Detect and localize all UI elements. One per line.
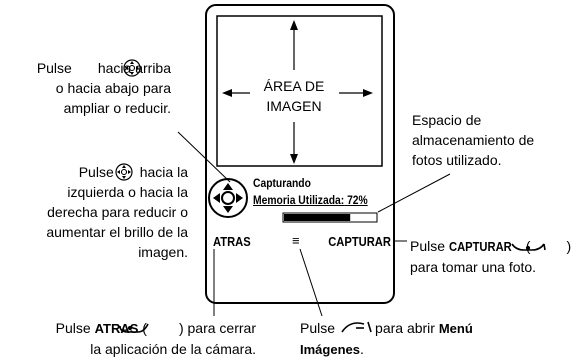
nav-key-glyph-zoom: [123, 59, 141, 77]
callout-capture: Pulse CAPTURAR () para tomar una foto.: [410, 236, 576, 277]
callout-menu-pre: Pulse: [300, 320, 336, 336]
callout-capture-open: (: [525, 238, 531, 254]
callout-back-open: (: [142, 320, 147, 336]
callout-back-pre: Pulse: [55, 320, 91, 336]
nav-key-glyph-brightness: [115, 163, 133, 181]
softkey-atras[interactable]: ATRAS: [213, 234, 251, 249]
image-area-line2: IMAGEN: [266, 98, 322, 114]
callout-brightness-text-1: hacia la: [139, 164, 188, 180]
memory-bar-fill: [284, 214, 351, 221]
image-area-label: ÁREA DE IMAGEN: [248, 76, 340, 116]
callout-zoom-text-3: ampliar o reducir.: [63, 100, 171, 116]
callout-storage-text-2: fotos utilizado.: [412, 152, 502, 168]
callout-zoom-text-1: hacia arriba: [97, 60, 171, 76]
memory-used-label: Memoria Utilizada:: [253, 193, 345, 207]
callout-storage-text-0: Espacio de: [412, 112, 482, 128]
callout-brightness-text-3: derecha para reducir o: [47, 204, 188, 220]
memory-used-value: 72%: [347, 193, 368, 207]
nav-key-icon: [208, 178, 248, 218]
callout-brightness-text-4: aumentar el brillo de la: [46, 224, 188, 240]
callout-capture-close: ): [566, 238, 572, 254]
callout-menu: Pulse para abrir Menú Imágenes.: [300, 318, 570, 360]
back-key-glyph: [119, 323, 149, 333]
callout-capture-pre: Pulse: [410, 238, 446, 254]
callout-back-line2: la aplicación de la cámara.: [90, 341, 256, 357]
callout-capture-line2: para tomar una foto.: [410, 259, 537, 275]
image-area-line1: ÁREA DE: [261, 76, 327, 96]
capture-key-glyph: [511, 243, 546, 251]
callout-brightness-text-0: Pulse: [78, 164, 114, 180]
callout-menu-mid: para abrir: [375, 320, 435, 336]
callout-zoom-text-0: Pulse: [36, 60, 72, 76]
menu-key-glyph: [341, 321, 372, 333]
softkey-capturar[interactable]: CAPTURAR: [328, 234, 391, 249]
capturing-status: Capturando: [253, 176, 311, 190]
callout-capture-key: CAPTURAR: [448, 239, 512, 254]
softkey-menu-icon[interactable]: ≡: [292, 233, 300, 248]
memory-used-row: Memoria Utilizada: 72%: [253, 193, 368, 207]
callout-brightness-text-2: izquierda o hacia la: [67, 184, 188, 200]
callout-zoom-text-2: o hacia abajo para: [55, 80, 171, 96]
callout-brightness-text-5: imagen.: [138, 244, 188, 260]
callout-menu-key: Menú: [438, 321, 473, 336]
screen-frame: [205, 4, 395, 304]
callout-back: Pulse ATRAS ( ) para cerrar la aplicación…: [20, 318, 256, 359]
callout-zoom: Pulse hacia arriba o hacia abajo para amp…: [0, 58, 171, 118]
callout-storage-text-1: almacenamiento de: [412, 132, 535, 148]
callout-menu-dot: .: [359, 341, 364, 357]
image-area-box: [216, 15, 383, 167]
callout-menu-line2: Imágenes: [300, 342, 360, 357]
callout-storage: Espacio de almacenamiento de fotos utili…: [412, 110, 572, 170]
callout-brightness: Pulse hacia la izquierda o hacia la derec…: [0, 162, 188, 262]
callout-back-key: ATRAS: [94, 321, 139, 336]
callout-back-close: ) para cerrar: [178, 320, 256, 336]
